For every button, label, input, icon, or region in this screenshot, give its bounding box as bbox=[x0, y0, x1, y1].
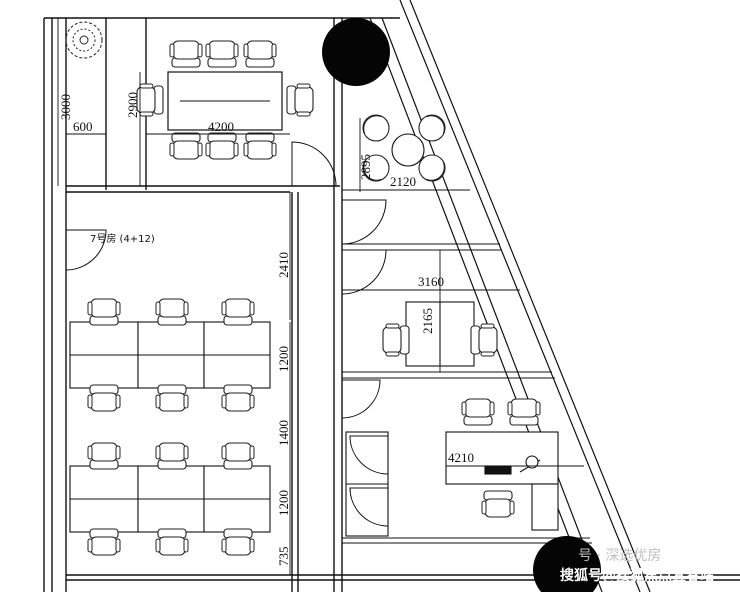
manager-desk bbox=[445, 431, 559, 531]
doors bbox=[65, 141, 389, 527]
column-bottom bbox=[533, 536, 601, 592]
watermark-top: 号 · 深选优房 bbox=[578, 548, 661, 564]
dim-2410: 2410 bbox=[276, 252, 291, 278]
dimension-lines bbox=[57, 18, 584, 575]
dim-4210: 4210 bbox=[448, 450, 474, 465]
dim-3160: 3160 bbox=[418, 274, 444, 289]
dim-4200: 4200 bbox=[208, 119, 234, 134]
dim-2900: 2900 bbox=[125, 92, 140, 118]
dim-3000: 3000 bbox=[58, 94, 73, 120]
meeting-table bbox=[167, 71, 283, 131]
dim-1400: 1400 bbox=[276, 420, 291, 446]
dim-2895: 2895 bbox=[358, 154, 373, 180]
desk-group-lower bbox=[69, 465, 271, 533]
watermark-bottom: 搜狐号@搜狐焦点宜春站 bbox=[560, 567, 714, 584]
round-table bbox=[357, 109, 451, 187]
dim-1200b: 1200 bbox=[276, 490, 291, 516]
dim-2120: 2120 bbox=[390, 174, 416, 189]
dim-735: 735 bbox=[276, 547, 291, 567]
walls bbox=[43, 17, 740, 592]
column-top bbox=[322, 18, 390, 86]
dim-600: 600 bbox=[73, 119, 93, 134]
plant-icon bbox=[65, 21, 103, 59]
dim-1200a: 1200 bbox=[276, 346, 291, 372]
dim-2165: 2165 bbox=[420, 308, 435, 334]
partitions bbox=[342, 243, 592, 544]
desk-group-upper bbox=[69, 321, 271, 389]
room-label: 7号房 (4+12) bbox=[90, 232, 155, 245]
watermark: 号 · 深选优房 搜狐号@搜狐焦点宜春站 bbox=[560, 548, 714, 584]
